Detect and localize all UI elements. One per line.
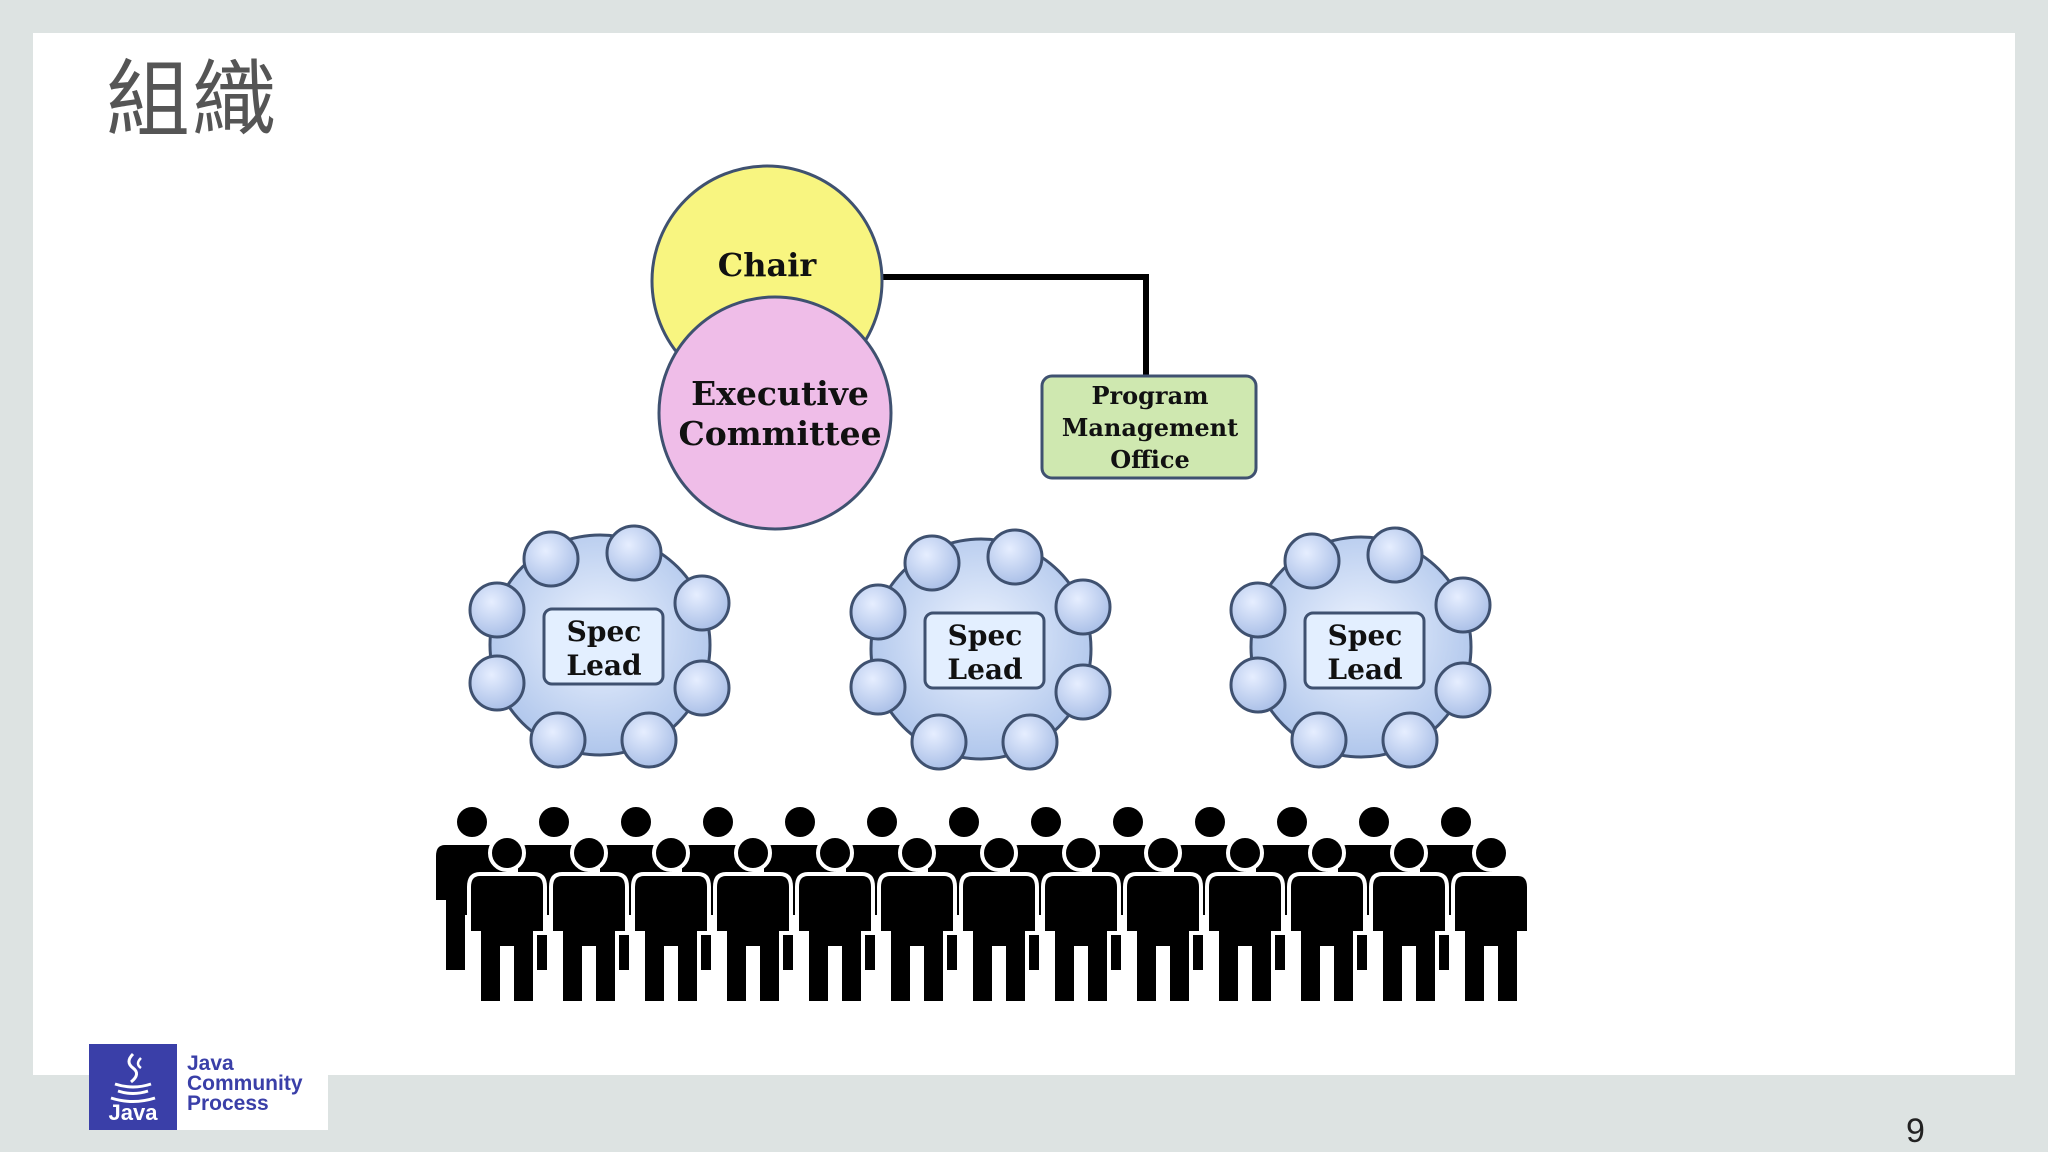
spec-lead-label-line2: Lead <box>1327 653 1402 686</box>
chair-pmo-connector <box>880 274 1149 376</box>
jcp-logo-line2: Community <box>187 1072 303 1095</box>
java-cup-icon <box>110 1052 156 1103</box>
spec-lead-label-line1: Spec <box>567 615 642 648</box>
member-circle-icon <box>986 528 1044 586</box>
page-number: 9 <box>1906 1112 1925 1150</box>
member-circle-icon <box>849 658 907 716</box>
member-circle-icon <box>673 659 731 717</box>
spec-group-2: Spec Lead <box>849 528 1112 771</box>
member-circle-icon <box>673 574 731 632</box>
jcp-logo-line1: Java <box>187 1052 234 1075</box>
member-circle-icon <box>468 654 526 712</box>
member-circle-icon <box>1054 663 1112 721</box>
member-circle-icon <box>1054 578 1112 636</box>
pmo-label-line1: Program <box>1091 381 1208 410</box>
spec-lead-label-line1: Spec <box>948 619 1023 652</box>
java-logo-word: Java <box>108 1100 158 1125</box>
spec-lead-label-line1: Spec <box>1328 619 1403 652</box>
member-circle-icon <box>1283 532 1341 590</box>
jcp-logo-line3: Process <box>187 1092 269 1115</box>
member-circle-icon <box>1229 581 1287 639</box>
member-circle-icon <box>1434 661 1492 719</box>
member-circle-icon <box>1290 711 1348 769</box>
member-circle-icon <box>522 530 580 588</box>
jcp-logo: Java Java Community Process <box>89 1044 328 1130</box>
pmo-label-line2: Management <box>1062 413 1238 442</box>
member-circle-icon <box>620 711 678 769</box>
member-circle-icon <box>1001 713 1059 771</box>
member-circle-icon <box>468 581 526 639</box>
executive-committee-label-line2: Committee <box>678 414 881 453</box>
pmo-node: Program Management Office <box>1040 374 1258 480</box>
member-circle-icon <box>849 583 907 641</box>
spec-lead-label-line2: Lead <box>947 653 1022 686</box>
member-circle-icon <box>529 711 587 769</box>
executive-committee-node: Executive Committee <box>657 295 893 531</box>
pmo-label-line3: Office <box>1110 445 1190 474</box>
member-circle-icon <box>903 534 961 592</box>
java-logo-box: Java <box>89 1044 177 1130</box>
crowd-icon <box>432 803 1531 1005</box>
member-circle-icon <box>910 713 968 771</box>
jcp-logo-text: Java Community Process <box>187 1052 303 1115</box>
spec-group-1: Spec Lead <box>468 524 731 769</box>
member-circle-icon <box>1229 656 1287 714</box>
member-circle-icon <box>605 524 663 582</box>
chair-label: Chair <box>718 246 818 284</box>
slide-title: 組織 <box>106 51 279 149</box>
member-circle-icon <box>1366 526 1424 584</box>
spec-group-3: Spec Lead <box>1229 526 1492 769</box>
member-circle-icon <box>1381 711 1439 769</box>
spec-lead-label-line2: Lead <box>566 649 641 682</box>
member-circle-icon <box>1434 576 1492 634</box>
executive-committee-label-line1: Executive <box>691 374 869 413</box>
